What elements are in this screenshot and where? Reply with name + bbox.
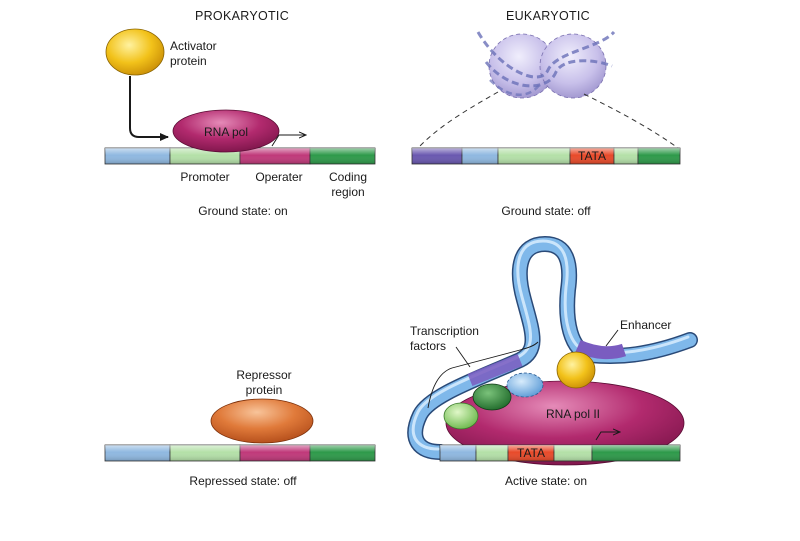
transcription-factor-blue — [506, 372, 544, 398]
prokaryotic-dna-bottom — [104, 444, 376, 462]
tata-top-label: TATA — [578, 149, 606, 163]
repressor-protein — [210, 398, 314, 444]
transcription-factors-bracket — [427, 341, 539, 409]
transcription-factors-label-2: factors — [410, 339, 446, 353]
eukaryotic-ground-state: Ground state: off — [501, 204, 591, 218]
activator-label-2: protein — [170, 54, 207, 68]
dna-dashed-left — [417, 91, 499, 149]
transcription-factor-dark-green — [472, 383, 512, 411]
nucleosome — [476, 30, 616, 99]
enhancer-pointer — [605, 329, 619, 347]
transcription-start-arrow-icon — [271, 135, 306, 147]
operater-label: Operater — [255, 170, 302, 184]
repressed-state-label: Repressed state: off — [189, 474, 297, 488]
repressor-label-2: protein — [246, 383, 283, 397]
transcription-factors-pointer — [455, 346, 471, 368]
eukaryotic-header: EUKARYOTIC — [506, 9, 590, 23]
rna-pol-ii-label: RNA pol II — [546, 407, 600, 421]
enhancer-label: Enhancer — [620, 318, 671, 332]
rna-pol-label: RNA pol — [204, 125, 248, 139]
eukaryotic-dna-top — [411, 147, 681, 165]
coding-label-2: region — [331, 185, 364, 199]
prokaryotic-header: PROKARYOTIC — [195, 9, 289, 23]
dna-dashed-right — [583, 93, 679, 149]
activator-label-1: Activator — [170, 39, 217, 53]
tata-bottom-label: TATA — [517, 446, 545, 460]
repressor-label-1: Repressor — [236, 368, 291, 382]
transcription-factors-label-1: Transcription — [410, 324, 479, 338]
activator-enhancer-bound — [556, 351, 596, 389]
transcription-factor-light-green — [443, 402, 479, 430]
promoter-label: Promoter — [180, 170, 229, 184]
prokaryotic-dna-top — [104, 147, 376, 165]
arrow-right-icon — [129, 76, 169, 141]
coding-label-1: Coding — [329, 170, 367, 184]
rna-polymerase — [172, 109, 280, 153]
eukaryotic-dna-bottom — [439, 444, 681, 462]
prokaryotic-ground-state: Ground state: on — [198, 204, 287, 218]
transcription-start-arrow-icon — [595, 432, 620, 441]
active-state-label: Active state: on — [505, 474, 587, 488]
activator-protein — [105, 28, 165, 76]
